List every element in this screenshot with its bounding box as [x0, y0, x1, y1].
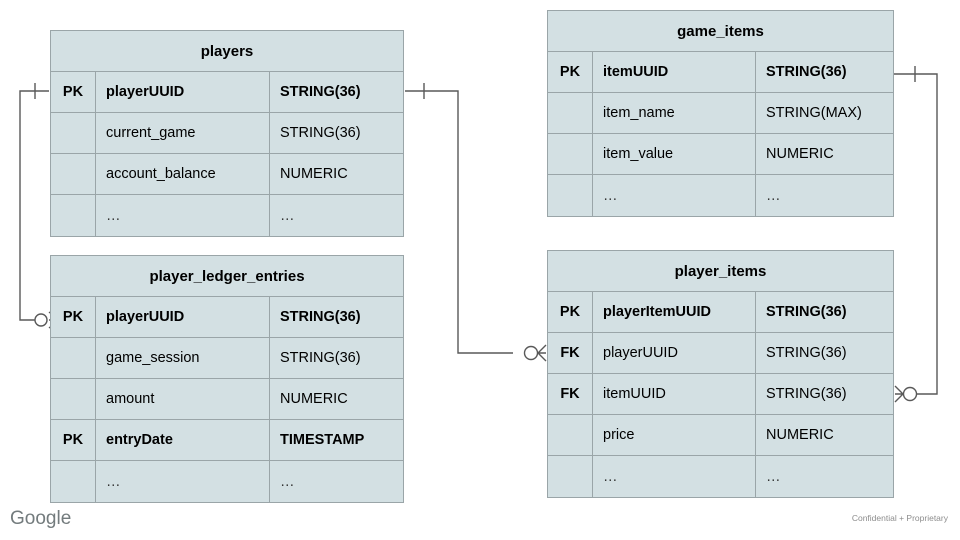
column-type: STRING(36): [766, 386, 847, 402]
column-name: itemUUID: [593, 374, 756, 414]
table-row[interactable]: FK itemUUID STRING(36): [548, 374, 893, 415]
column-name: playerItemUUID: [593, 292, 756, 332]
column-name: …: [593, 175, 756, 216]
table-row[interactable]: PK playerItemUUID STRING(36): [548, 292, 893, 333]
column-key: [51, 461, 96, 502]
google-logo: Google: [10, 508, 72, 529]
column-key: [51, 379, 96, 419]
entity-title-game-items: game_items: [548, 11, 893, 52]
table-row[interactable]: … …: [51, 195, 403, 236]
column-type: NUMERIC: [766, 427, 834, 443]
column-name: account_balance: [96, 154, 270, 194]
entity-title-player-items: player_items: [548, 251, 893, 292]
column-type: STRING(36): [280, 309, 361, 325]
table-row[interactable]: PK entryDate TIMESTAMP: [51, 420, 403, 461]
column-type: …: [766, 468, 782, 485]
column-name: playerUUID: [593, 333, 756, 373]
column-type: TIMESTAMP: [280, 432, 365, 448]
column-name: …: [593, 456, 756, 497]
table-row[interactable]: item_value NUMERIC: [548, 134, 893, 175]
entity-player-items[interactable]: player_items PK playerItemUUID STRING(36…: [547, 250, 894, 498]
column-key: [548, 93, 593, 133]
column-key: [51, 113, 96, 153]
column-key: [548, 456, 593, 497]
column-name: item_value: [593, 134, 756, 174]
table-row[interactable]: … …: [548, 456, 893, 497]
column-name: game_session: [96, 338, 270, 378]
column-name: amount: [96, 379, 270, 419]
column-name: …: [96, 195, 270, 236]
column-name: itemUUID: [593, 52, 756, 92]
column-type: …: [766, 187, 782, 204]
table-row[interactable]: account_balance NUMERIC: [51, 154, 403, 195]
column-key: PK: [51, 297, 96, 337]
column-type: NUMERIC: [280, 166, 348, 182]
column-type: STRING(36): [766, 345, 847, 361]
column-key: FK: [548, 374, 593, 414]
table-row[interactable]: current_game STRING(36): [51, 113, 403, 154]
column-type: STRING(36): [280, 350, 361, 366]
entity-game-items[interactable]: game_items PK itemUUID STRING(36) item_n…: [547, 10, 894, 217]
column-type: NUMERIC: [280, 391, 348, 407]
entity-title-player-ledger-entries: player_ledger_entries: [51, 256, 403, 297]
column-key: PK: [51, 72, 96, 112]
column-key: FK: [548, 333, 593, 373]
column-key: [548, 134, 593, 174]
column-key: [548, 175, 593, 216]
column-key: [548, 415, 593, 455]
table-row[interactable]: amount NUMERIC: [51, 379, 403, 420]
column-name: item_name: [593, 93, 756, 133]
table-row[interactable]: price NUMERIC: [548, 415, 893, 456]
column-type: STRING(36): [766, 304, 847, 320]
column-key: PK: [548, 292, 593, 332]
relationship-game-items-to-player-items: [894, 66, 938, 403]
relationship-players-to-player-items: [405, 83, 547, 362]
column-type: STRING(MAX): [766, 105, 862, 121]
column-type: STRING(36): [766, 64, 847, 80]
column-key: PK: [548, 52, 593, 92]
column-key: PK: [51, 420, 96, 460]
table-row[interactable]: PK itemUUID STRING(36): [548, 52, 893, 93]
column-key: [51, 154, 96, 194]
table-row[interactable]: PK playerUUID STRING(36): [51, 72, 403, 113]
column-type: STRING(36): [280, 84, 361, 100]
column-type: …: [280, 207, 296, 224]
column-type: NUMERIC: [766, 146, 834, 162]
column-name: …: [96, 461, 270, 502]
entity-players[interactable]: players PK playerUUID STRING(36) current…: [50, 30, 404, 237]
column-name: playerUUID: [96, 297, 270, 337]
entity-player-ledger-entries[interactable]: player_ledger_entries PK playerUUID STRI…: [50, 255, 404, 503]
table-row[interactable]: … …: [51, 461, 403, 502]
column-name: playerUUID: [96, 72, 270, 112]
column-type: STRING(36): [280, 125, 361, 141]
column-name: current_game: [96, 113, 270, 153]
column-name: price: [593, 415, 756, 455]
table-row[interactable]: … …: [548, 175, 893, 216]
column-key: [51, 338, 96, 378]
table-row[interactable]: item_name STRING(MAX): [548, 93, 893, 134]
column-type: …: [280, 473, 296, 490]
table-row[interactable]: PK playerUUID STRING(36): [51, 297, 403, 338]
table-row[interactable]: game_session STRING(36): [51, 338, 403, 379]
column-name: entryDate: [96, 420, 270, 460]
column-key: [51, 195, 96, 236]
table-row[interactable]: FK playerUUID STRING(36): [548, 333, 893, 374]
confidentiality-note: Confidential + Proprietary: [851, 513, 948, 523]
entity-title-players: players: [51, 31, 403, 72]
